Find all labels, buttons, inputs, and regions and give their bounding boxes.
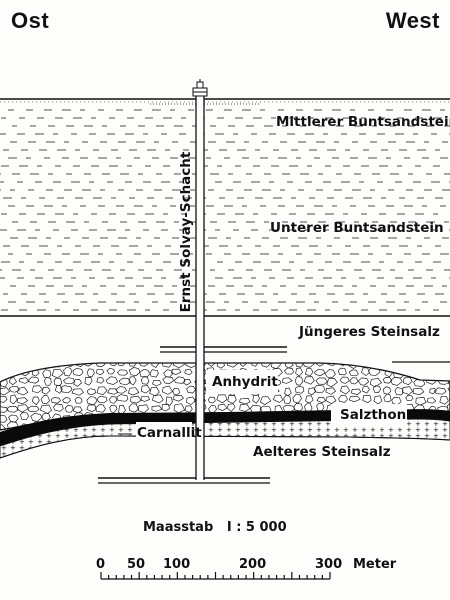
scale-tick-50: 50 [127,557,146,572]
shaft-label: Ernst Solvay-Schacht [178,151,194,313]
scale-tick-200: 200 [239,557,267,572]
scale-tick-0: 0 [96,557,106,572]
layer-label-carnallit: Carnallit [137,425,202,441]
layer-label-anhydrit: Anhydrit [212,374,278,390]
scale-tick-100: 100 [163,557,191,572]
layer-label-aelteres-steinsalz: Aelteres Steinsalz [253,444,391,460]
scale-tick-300: 300 [315,557,343,572]
layer-label-unterer-buntsandstein: Unterer Buntsandstein [270,220,444,236]
buntsandstein-hatching [0,109,450,311]
direction-west: West [385,8,440,33]
headframe-icon [192,79,208,97]
layer-label-salzthon: Salzthon [340,407,407,423]
direction-east: Ost [11,8,50,33]
surface-soil [0,98,450,105]
scale-title: Maasstab I : 5 000 [143,520,287,535]
scale-unit: Meter [353,557,397,572]
scale-bar [100,572,331,580]
layer-label-juengeres-steinsalz: Jüngeres Steinsalz [299,324,440,340]
layer-label-mittlerer-buntsandstein: Mittlerer Buntsandstein [276,114,450,130]
shaft [195,96,205,480]
